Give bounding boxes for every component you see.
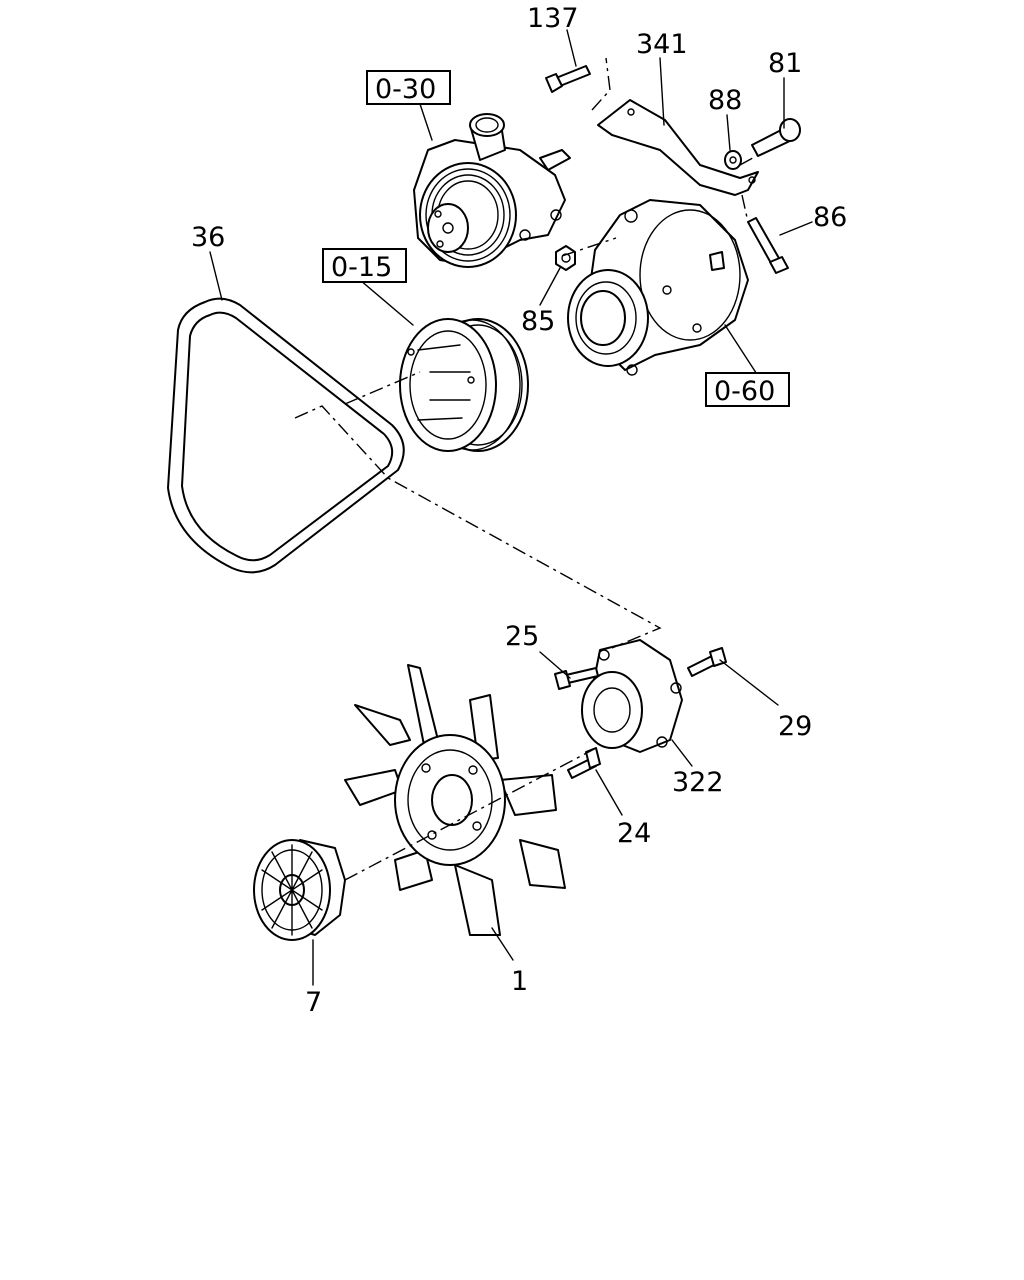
label-86: 86 (813, 202, 847, 233)
ref-box-0-15[interactable]: 0-15 (322, 248, 407, 283)
alternator (567, 199, 749, 376)
ref-label-0-15: 0-15 (331, 252, 392, 283)
label-322: 322 (672, 767, 724, 798)
drive-belt (167, 297, 405, 574)
ref-label-0-30: 0-30 (375, 74, 436, 105)
ref-box-0-60[interactable]: 0-60 (705, 372, 790, 407)
bolt-81 (751, 118, 801, 157)
label-88: 88 (708, 85, 742, 116)
fan-clutch (253, 839, 346, 941)
bolt-29 (687, 647, 727, 677)
ref-box-0-30[interactable]: 0-30 (366, 70, 451, 105)
label-7: 7 (305, 987, 322, 1018)
fan-pulley (399, 318, 529, 452)
label-24: 24 (617, 818, 651, 849)
washer-88 (724, 150, 742, 170)
nut-85 (555, 245, 576, 271)
bolt-24 (567, 747, 601, 779)
label-137: 137 (527, 3, 579, 34)
cooling-fan (344, 664, 566, 936)
label-1: 1 (511, 966, 528, 997)
label-341: 341 (636, 29, 688, 60)
label-81: 81 (768, 48, 802, 79)
fan-spacer (581, 639, 683, 753)
assembly-centerlines (294, 57, 759, 881)
label-36: 36 (191, 222, 225, 253)
label-25: 25 (505, 621, 539, 652)
ref-label-0-60: 0-60 (714, 376, 775, 407)
label-85: 85 (521, 306, 555, 337)
bolt-137 (545, 65, 591, 93)
alternator-bracket (597, 99, 759, 196)
label-29: 29 (778, 711, 812, 742)
bolt-86 (747, 217, 789, 274)
power-steering-pump (413, 113, 571, 268)
